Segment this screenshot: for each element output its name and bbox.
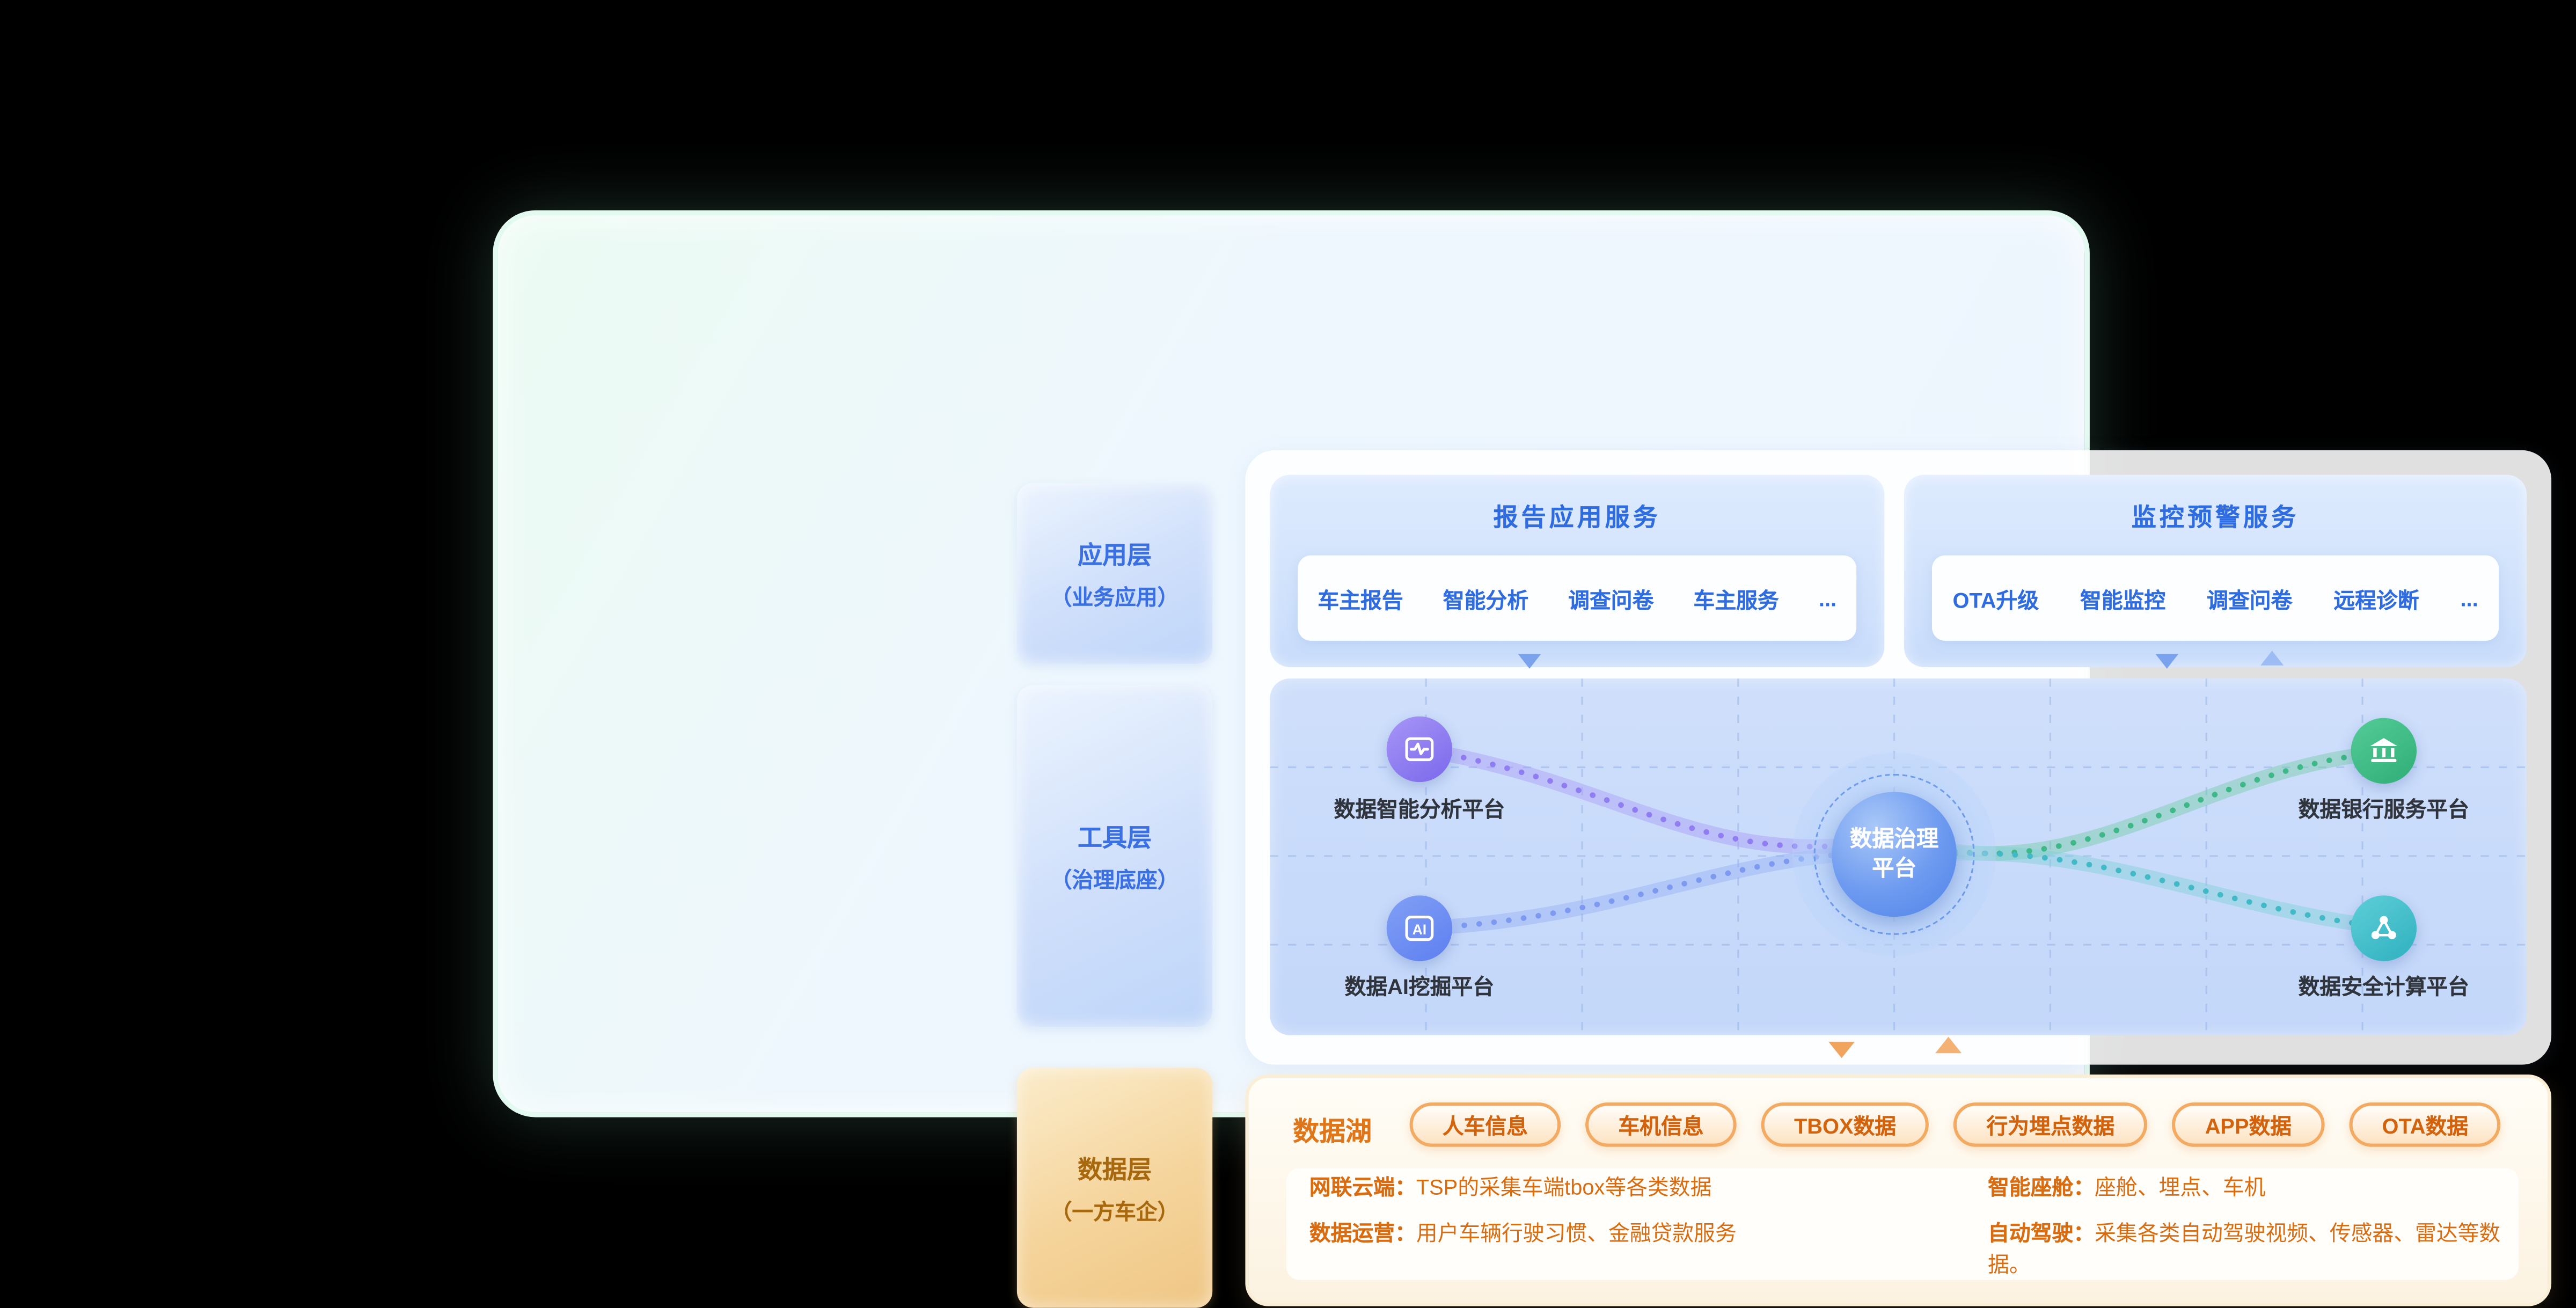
data-lake-title: 数据湖	[1293, 1119, 1372, 1147]
monitor-services-title: 监控预警服务	[2131, 504, 2300, 532]
monitor-services-bar: OTA升级 智能监控 调查问卷 远程诊断 ...	[1931, 555, 2499, 641]
node-label-secure-compute: 数据安全计算平台	[2298, 974, 2470, 999]
note-smart-cockpit: 智能座舱：座舱、埋点、车机	[1988, 1170, 2519, 1201]
hub-label-line2: 平台	[1872, 856, 1916, 881]
share-nodes-icon	[2351, 895, 2417, 961]
service-item: ...	[2460, 586, 2478, 611]
bank-icon	[2351, 718, 2417, 784]
hub-label-line1: 数据治理	[1849, 827, 1939, 852]
layer-application-title: 应用层	[1078, 541, 1152, 569]
note-label: 自动驾驶：	[1988, 1221, 2095, 1246]
note-text: 采集各类自动驾驶视频、传感器、雷达等数据。	[1988, 1221, 2501, 1277]
service-item: 调查问卷	[1568, 587, 1654, 612]
service-item: OTA升级	[1952, 587, 2039, 612]
service-item: 智能监控	[2080, 587, 2166, 612]
service-item: ...	[1818, 586, 1837, 611]
data-lake-notes: 网联云端：TSP的采集车端tbox等各类数据 智能座舱：座舱、埋点、车机 数据运…	[1286, 1168, 2519, 1280]
pill-tbox-data: TBOX数据	[1761, 1102, 1929, 1147]
layer-data-title: 数据层	[1078, 1156, 1152, 1184]
note-text: 用户车辆行驶习惯、金融贷款服务	[1416, 1221, 1737, 1246]
note-text: 座舱、埋点、车机	[2095, 1174, 2266, 1200]
data-lake-pill-row: 人车信息 车机信息 TBOX数据 行为埋点数据 APP数据 OTA数据	[1409, 1102, 2501, 1147]
pill-ota-data: OTA数据	[2349, 1102, 2501, 1147]
note-data-operations: 数据运营：用户车辆行驶习惯、金融贷款服务	[1309, 1216, 1988, 1278]
note-label: 智能座舱：	[1988, 1174, 2095, 1200]
service-item: 车主报告	[1318, 587, 1403, 612]
pill-person-vehicle-info: 人车信息	[1409, 1102, 1561, 1147]
main-panel: 应用层 （业务应用） 工具层 （治理底座） 数据层 （一方车企） 报告应用服务 …	[493, 210, 2552, 1308]
node-label-ai-mining: 数据AI挖掘平台	[1344, 974, 1495, 999]
report-services-title: 报告应用服务	[1493, 504, 1661, 532]
data-lake-card: 数据湖 人车信息 车机信息 TBOX数据 行为埋点数据 APP数据 OTA数据 …	[1245, 1075, 2552, 1306]
service-item: 车主服务	[1693, 587, 1779, 612]
layer-data-subtitle: （一方车企）	[1050, 1199, 1179, 1224]
layer-application: 应用层 （业务应用）	[1016, 483, 1213, 664]
pill-behavior-tracking-data: 行为埋点数据	[1953, 1102, 2148, 1147]
layer-tools-subtitle: （治理底座）	[1050, 866, 1179, 892]
note-label: 网联云端：	[1309, 1174, 1416, 1200]
layer-data: 数据层 （一方车企）	[1016, 1068, 1213, 1308]
arrow-down-icon	[1828, 1041, 1855, 1058]
pill-headunit-info: 车机信息	[1585, 1102, 1737, 1147]
service-item: 调查问卷	[2207, 587, 2293, 612]
note-connected-cloud: 网联云端：TSP的采集车端tbox等各类数据	[1309, 1170, 1988, 1201]
service-item: 远程诊断	[2333, 587, 2419, 612]
pill-app-data: APP数据	[2172, 1102, 2325, 1147]
arrow-up-icon	[1935, 1036, 1962, 1054]
note-autonomous-driving: 自动驾驶：采集各类自动驾驶视频、传感器、雷达等数据。	[1988, 1216, 2519, 1278]
note-label: 数据运营：	[1309, 1221, 1416, 1246]
arrow-down-icon	[1518, 654, 1541, 669]
report-services-box: 报告应用服务 车主报告 智能分析 调查问卷 车主服务 ...	[1270, 474, 1885, 667]
ai-badge-icon: AI	[1386, 895, 1453, 961]
layer-tools: 工具层 （治理底座）	[1016, 685, 1213, 1027]
monitor-services-box: 监控预警服务 OTA升级 智能监控 调查问卷 远程诊断 ...	[1904, 474, 2527, 667]
layer-application-subtitle: （业务应用）	[1050, 584, 1179, 609]
governance-flow-panel: 数据治理 平台 数据智能分析平台 AI 数据AI挖掘平台 数据银行服务平台	[1270, 678, 2527, 1035]
node-label-analysis: 数据智能分析平台	[1334, 797, 1505, 822]
arrow-down-icon	[2155, 654, 2179, 669]
layer-tools-title: 工具层	[1078, 824, 1152, 852]
hub-dashed-ring	[1813, 773, 1975, 935]
node-label-data-bank: 数据银行服务平台	[2298, 797, 2470, 822]
pulse-monitor-icon	[1386, 716, 1453, 783]
service-item: 智能分析	[1443, 587, 1529, 612]
svg-text:AI: AI	[1413, 922, 1427, 938]
data-governance-hub: 数据治理 平台	[1832, 792, 1957, 917]
note-text: TSP的采集车端tbox等各类数据	[1416, 1174, 1712, 1200]
arrow-up-icon	[2260, 651, 2284, 666]
report-services-bar: 车主报告 智能分析 调查问卷 车主服务 ...	[1298, 555, 1857, 641]
